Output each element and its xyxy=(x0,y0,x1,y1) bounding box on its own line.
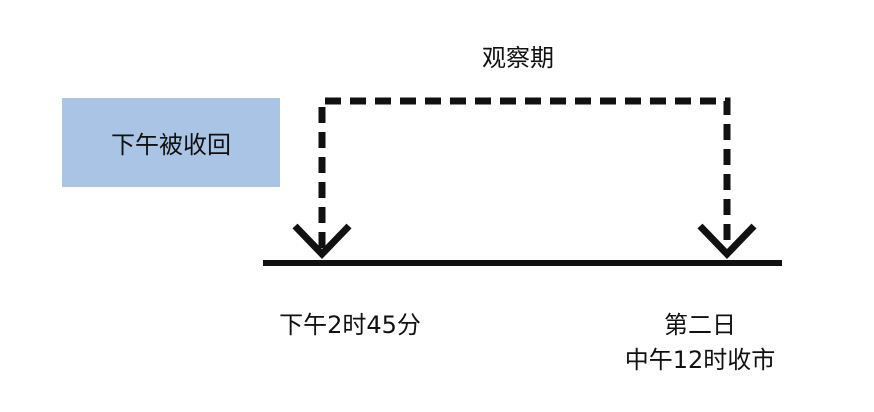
start-arrowhead xyxy=(292,223,352,260)
observation-period-label: 观察期 xyxy=(482,44,554,72)
recall-label: 下午被收回 xyxy=(111,131,231,159)
end-day-label: 第二日 xyxy=(664,311,736,339)
end-arrowhead xyxy=(697,223,757,260)
start-time-label: 下午2时45分 xyxy=(279,311,421,339)
recall-box: 下午被收回 xyxy=(62,98,280,187)
observation-dashed-path xyxy=(318,97,731,248)
end-time-label: 中午12时收市 xyxy=(624,346,776,374)
